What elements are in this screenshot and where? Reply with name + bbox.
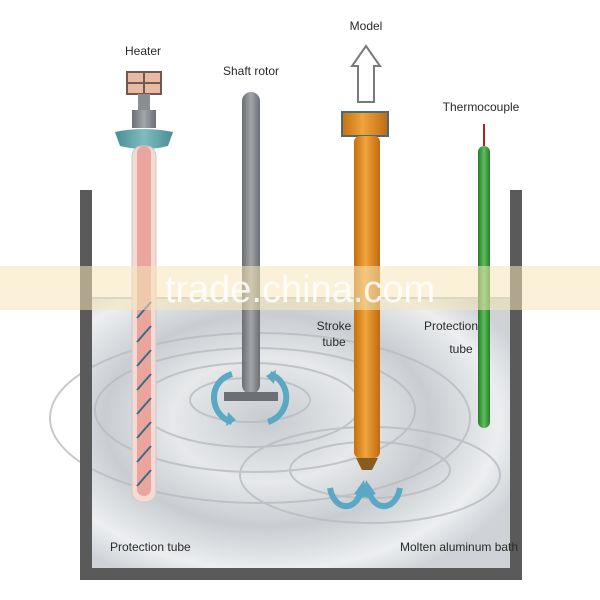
- heater-collar: [132, 110, 156, 128]
- tank: [49, 190, 522, 580]
- suction-arrow-left: [327, 487, 363, 509]
- label-protection-tube-right-line2: tube: [449, 342, 473, 356]
- watermark-background: [0, 266, 600, 310]
- watermark-text: trade.china.com: [165, 269, 435, 311]
- label-heater: Heater: [125, 44, 161, 58]
- stroke-tube-tip: [356, 458, 378, 470]
- rotation-arrow-left: [211, 371, 234, 425]
- label-molten-bath: Molten aluminum bath: [400, 540, 518, 554]
- label-model: Model: [350, 19, 383, 33]
- rotation-arrow-left-head: [226, 412, 236, 426]
- label-protection-tube-left: Protection tube: [110, 540, 191, 554]
- heater: [115, 71, 173, 503]
- label-stroke-tube-line1: Stroke: [317, 319, 352, 333]
- heater-element: [137, 146, 151, 496]
- model-up-arrow: [350, 44, 382, 103]
- label-stroke-tube-line2: tube: [322, 335, 346, 349]
- stroke-tube-cap: [341, 111, 389, 137]
- watermark-band: trade.china.com: [0, 266, 600, 311]
- shaft-rotor: [211, 92, 290, 426]
- label-thermocouple: Thermocouple: [443, 100, 520, 114]
- heater-neck: [138, 94, 150, 110]
- rotor-shaft: [242, 92, 260, 394]
- suction-arrow-right: [367, 487, 403, 509]
- label-protection-tube-right-line1: Protection: [424, 319, 478, 333]
- label-shaft-rotor: Shaft rotor: [223, 64, 279, 78]
- rotor-impeller: [224, 392, 278, 401]
- rotation-arrow-right-head: [266, 370, 276, 384]
- heater-flange: [115, 129, 173, 149]
- rotation-arrow-right: [266, 371, 290, 425]
- suction-arrow-right-head: [362, 480, 376, 498]
